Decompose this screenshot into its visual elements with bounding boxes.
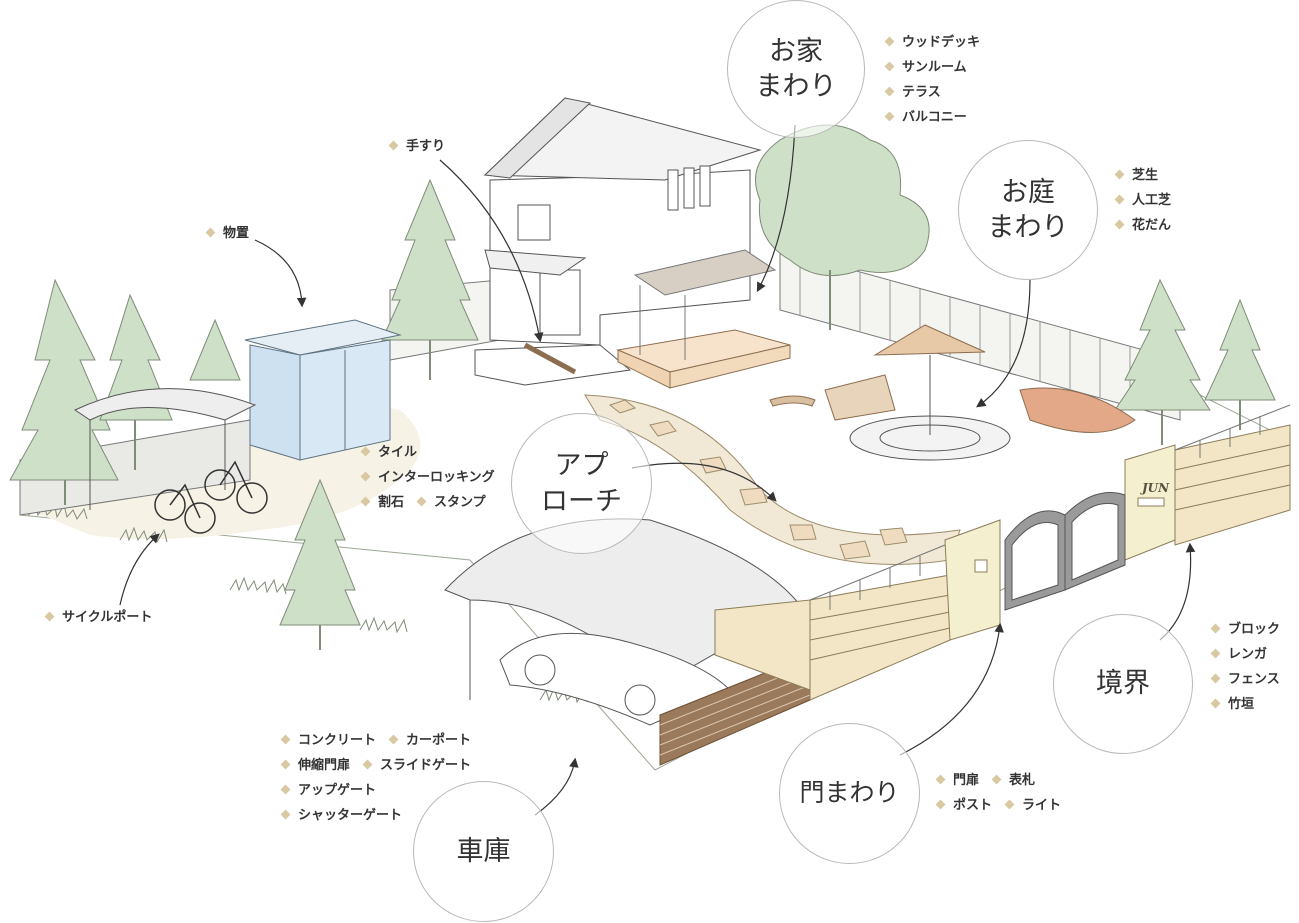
diamond-marker-icon: [1210, 648, 1221, 659]
item-concrete[interactable]: コンクリート: [280, 728, 376, 753]
house-items: ウッドデッキ サンルーム テラス バルコニー: [884, 30, 980, 130]
garden-patio: [769, 324, 1136, 461]
conifer-tree: [1204, 298, 1276, 401]
item-mailbox[interactable]: ポスト: [935, 793, 992, 818]
area-approach-circle[interactable]: アプ ローチ: [511, 413, 652, 554]
arrow-garage: [534, 757, 579, 816]
item-sunroom[interactable]: サンルーム: [884, 55, 967, 80]
conifer-tree: [381, 178, 479, 341]
diamond-marker-icon: [280, 784, 291, 795]
bicycles: [154, 460, 268, 534]
diamond-marker-icon: [935, 799, 946, 810]
diamond-marker-icon: [1114, 194, 1125, 205]
boundary-items: ブロック レンガ フェンス 竹垣: [1210, 617, 1280, 717]
approach-items: タイル インターロッキング 割石スタンプ: [360, 440, 495, 515]
item-balcony[interactable]: バルコニー: [884, 105, 967, 130]
arrow-approach: [631, 462, 777, 502]
diamond-marker-icon: [280, 734, 291, 745]
item-bamboo-fence[interactable]: 竹垣: [1210, 692, 1254, 717]
storage-items: 物置: [205, 221, 249, 246]
arrow-garden: [976, 279, 1031, 408]
item-stamp[interactable]: スタンプ: [416, 490, 486, 515]
item-artificial-turf[interactable]: 人工芝: [1114, 188, 1171, 213]
cycleport-items: サイクルポート: [44, 605, 152, 630]
gate-items: 門扉表札 ポストライト: [935, 768, 1061, 818]
diamond-marker-icon: [1004, 799, 1015, 810]
item-wood-deck[interactable]: ウッドデッキ: [884, 30, 980, 55]
double-gate: [1004, 492, 1126, 611]
item-handrail[interactable]: 手すり: [388, 134, 445, 159]
item-slide-gate[interactable]: スライドゲート: [362, 753, 471, 778]
diamond-marker-icon: [360, 496, 371, 507]
item-up-gate[interactable]: アップゲート: [280, 778, 376, 803]
item-gate-door[interactable]: 門扉: [935, 768, 979, 793]
diamond-marker-icon: [884, 86, 895, 97]
arrow-house: [756, 124, 796, 293]
arrow-cycleport: [119, 533, 160, 606]
diamond-marker-icon: [416, 496, 427, 507]
item-storage[interactable]: 物置: [205, 221, 249, 246]
diamond-marker-icon: [280, 759, 291, 770]
gate-pillars: [944, 444, 1176, 641]
arrow-boundary: [1159, 542, 1196, 641]
diamond-marker-icon: [388, 734, 399, 745]
diamond-marker-icon: [388, 140, 399, 151]
wood-deck: [616, 249, 791, 389]
item-fence[interactable]: フェンス: [1210, 667, 1280, 692]
arrow-storage: [254, 239, 307, 308]
diamond-marker-icon: [991, 774, 1002, 785]
conifer-tree: [1114, 278, 1211, 411]
nameplate-text: JUN: [1140, 481, 1170, 495]
diamond-marker-icon: [1210, 673, 1221, 684]
item-light[interactable]: ライト: [1004, 793, 1061, 818]
diamond-marker-icon: [280, 809, 291, 820]
diamond-marker-icon: [360, 471, 371, 482]
item-terrace[interactable]: テラス: [884, 80, 941, 105]
diamond-marker-icon: [884, 36, 895, 47]
conifer-tree: [9, 278, 119, 481]
diamond-marker-icon: [205, 227, 216, 238]
item-flower-bed[interactable]: 花だん: [1114, 213, 1171, 238]
diamond-marker-icon: [1210, 698, 1221, 709]
arrow-gate: [899, 622, 1004, 756]
item-tile[interactable]: タイル: [360, 440, 417, 465]
cycle-port: [73, 388, 257, 510]
area-house-circle[interactable]: お家 まわり: [727, 0, 865, 138]
diamond-marker-icon: [1114, 219, 1125, 230]
diamond-marker-icon: [884, 111, 895, 122]
diamond-marker-icon: [1210, 623, 1221, 634]
diamond-marker-icon: [362, 759, 373, 770]
item-split-stone[interactable]: 割石: [360, 490, 404, 515]
diamond-marker-icon: [935, 774, 946, 785]
item-block[interactable]: ブロック: [1210, 617, 1280, 642]
item-cycle-port[interactable]: サイクルポート: [44, 605, 152, 630]
area-boundary-circle[interactable]: 境界: [1053, 614, 1193, 754]
garage-items: コンクリートカーポート 伸縮門扉スライドゲート アップゲート シャッターゲート: [280, 728, 471, 828]
item-lawn[interactable]: 芝生: [1114, 163, 1158, 188]
brick-walls: [714, 424, 1291, 701]
diamond-marker-icon: [1114, 169, 1125, 180]
item-carport[interactable]: カーポート: [388, 728, 471, 753]
item-brick[interactable]: レンガ: [1210, 642, 1267, 667]
item-nameplate[interactable]: 表札: [991, 768, 1035, 793]
diamond-marker-icon: [44, 611, 55, 622]
trees: [9, 124, 1276, 626]
garden-items: 芝生 人工芝 花だん: [1114, 163, 1171, 238]
area-gate-circle[interactable]: 門まわり: [779, 723, 920, 864]
deciduous-tree: [755, 124, 930, 277]
conifer-tree: [189, 318, 241, 381]
item-interlocking[interactable]: インターロッキング: [360, 465, 495, 490]
arrow-handrail: [439, 159, 544, 343]
front-railing: [809, 404, 1291, 610]
storage-shed: [244, 319, 402, 461]
area-garden-circle[interactable]: お庭 まわり: [958, 140, 1098, 280]
item-expanding-gate[interactable]: 伸縮門扉: [280, 753, 350, 778]
diamond-marker-icon: [884, 61, 895, 72]
item-shutter-gate[interactable]: シャッターゲート: [280, 803, 402, 828]
area-garage-circle[interactable]: 車庫: [413, 781, 554, 922]
diamond-marker-icon: [360, 446, 371, 457]
handrail-items: 手すり: [388, 134, 445, 159]
